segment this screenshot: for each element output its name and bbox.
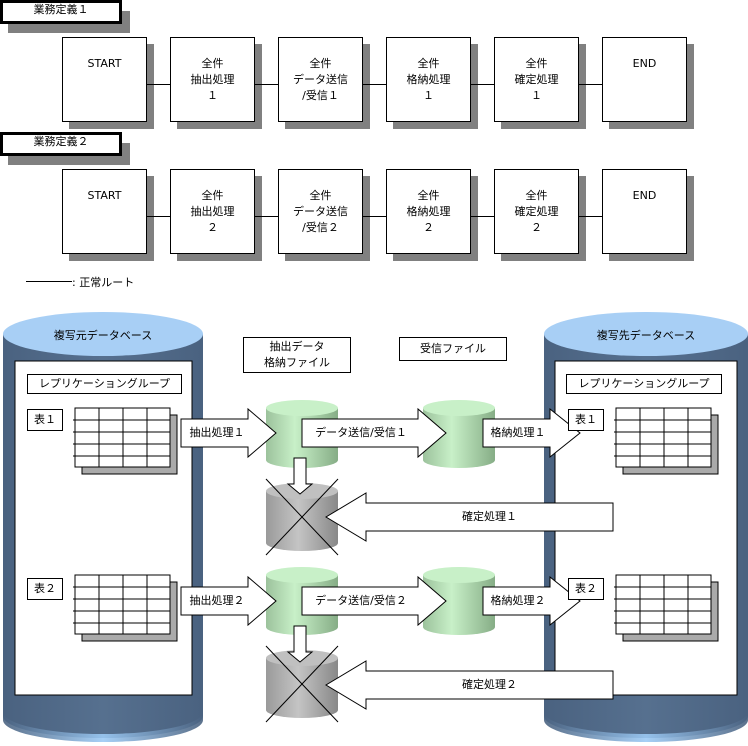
target-replication-group: レプリケーショングループ (566, 374, 722, 394)
normal-route-connector (363, 84, 386, 85)
target-table-2-grid (614, 574, 719, 642)
normal-route-connector (147, 84, 170, 85)
step-label-line: 全件 (309, 57, 332, 70)
confirm-arrow-1 (325, 492, 614, 542)
step-label-line: 抽出処理 (190, 73, 235, 86)
source-db-title: 複写元データベース (53, 329, 153, 342)
step-label-line: 確定処理 (514, 205, 559, 218)
extract-arrow-label-2: 抽出処理２ (189, 594, 245, 607)
extract-file-label-line-1: 抽出データ (269, 340, 325, 353)
step-label-line: START (87, 189, 122, 202)
source-replication-group: レプリケーショングループ (27, 374, 182, 394)
normal-route-connector (471, 216, 494, 217)
process-step[interactable]: 全件格納処理 １ (386, 37, 471, 122)
process-step[interactable]: 全件抽出処理 ２ (170, 169, 255, 254)
source-table-1-grid (73, 407, 178, 475)
send-receive-arrow-2 (301, 575, 447, 627)
step-label-line: ２ (207, 221, 218, 234)
step-label-line: 全件 (201, 189, 224, 202)
send-receive-arrow-label-1: データ送信/受信１ (315, 426, 407, 439)
step-label-line: １ (423, 89, 434, 102)
flow-title: 業務定義１ (0, 0, 122, 24)
normal-route-connector (579, 216, 602, 217)
move-down-arrow-2 (286, 625, 314, 663)
extract-arrow-2 (180, 575, 277, 627)
legend-label: : 正常ルート (72, 276, 135, 289)
receive-file-label: 受信ファイル (399, 337, 507, 361)
step-label-line: END (632, 57, 657, 70)
flow-title: 業務定義２ (0, 132, 122, 156)
process-step[interactable]: 全件確定処理 １ (494, 37, 579, 122)
confirm-arrow-2 (325, 660, 614, 710)
process-step[interactable]: 全件データ送信/受信１ (278, 37, 363, 122)
target-table-1-label: 表１ (568, 409, 604, 431)
step-label-line: 格納処理 (406, 73, 451, 86)
step-label-line: データ送信 (293, 73, 348, 86)
legend-line (26, 281, 72, 282)
step-label-line: １ (207, 89, 218, 102)
store-arrow-label-2: 格納処理２ (490, 594, 546, 607)
discarded-file-cylinder-2 (265, 645, 339, 723)
target-table-2-label: 表２ (568, 578, 604, 600)
end-node[interactable]: END (602, 37, 687, 122)
step-label-line: 全件 (309, 189, 332, 202)
step-label-line: 全件 (525, 57, 548, 70)
step-label-line: 全件 (417, 189, 440, 202)
process-step[interactable]: 全件データ送信/受信２ (278, 169, 363, 254)
step-label-line: データ送信 (293, 205, 348, 218)
extract-arrow-label-1: 抽出処理１ (189, 426, 245, 439)
step-label-line: 確定処理 (514, 73, 559, 86)
receive-file-cylinder-1 (423, 400, 495, 468)
normal-route-connector (147, 216, 170, 217)
extract-arrow-1 (180, 407, 277, 459)
step-label-line: 抽出処理 (190, 205, 235, 218)
step-label-line: 全件 (201, 57, 224, 70)
store-arrow-2 (482, 575, 581, 627)
process-step[interactable]: 全件格納処理 ２ (386, 169, 471, 254)
move-down-arrow-1 (286, 457, 314, 495)
end-node[interactable]: END (602, 169, 687, 254)
step-label-line: ２ (531, 221, 542, 234)
step-label-line: /受信２ (302, 221, 339, 234)
send-receive-arrow-1 (301, 407, 447, 459)
extract-file-label: 抽出データ 格納ファイル (243, 337, 351, 373)
step-label-line: /受信１ (302, 89, 339, 102)
cross-line (265, 645, 339, 723)
receive-file-cylinder-2 (423, 567, 495, 635)
normal-route-connector (579, 84, 602, 85)
extract-file-label-line-2: 格納ファイル (264, 356, 330, 369)
send-receive-arrow-label-2: データ送信/受信２ (315, 594, 407, 607)
normal-route-connector (255, 84, 278, 85)
source-table-1-label: 表１ (27, 409, 63, 431)
step-label-line: 全件 (525, 189, 548, 202)
process-step[interactable]: 全件抽出処理 １ (170, 37, 255, 122)
normal-route-connector (363, 216, 386, 217)
target-table-1-grid (614, 407, 719, 475)
normal-route-connector (471, 84, 494, 85)
start-node[interactable]: START (62, 37, 147, 122)
confirm-arrow-label-1: 確定処理１ (462, 510, 517, 523)
start-node[interactable]: START (62, 169, 147, 254)
source-table-2-grid (73, 574, 178, 642)
step-label-line: 格納処理 (406, 205, 451, 218)
target-db-title: 複写先データベース (596, 329, 696, 342)
normal-route-connector (255, 216, 278, 217)
step-label-line: 全件 (417, 57, 440, 70)
step-label-line: １ (531, 89, 542, 102)
process-step[interactable]: 全件確定処理 ２ (494, 169, 579, 254)
source-table-2-label: 表２ (27, 578, 63, 600)
step-label-line: START (87, 57, 122, 70)
store-arrow-label-1: 格納処理１ (490, 426, 546, 439)
step-label-line: ２ (423, 221, 434, 234)
confirm-arrow-label-2: 確定処理２ (462, 678, 517, 691)
step-label-line: END (632, 189, 657, 202)
store-arrow-1 (482, 407, 581, 459)
cross-line (265, 478, 339, 556)
